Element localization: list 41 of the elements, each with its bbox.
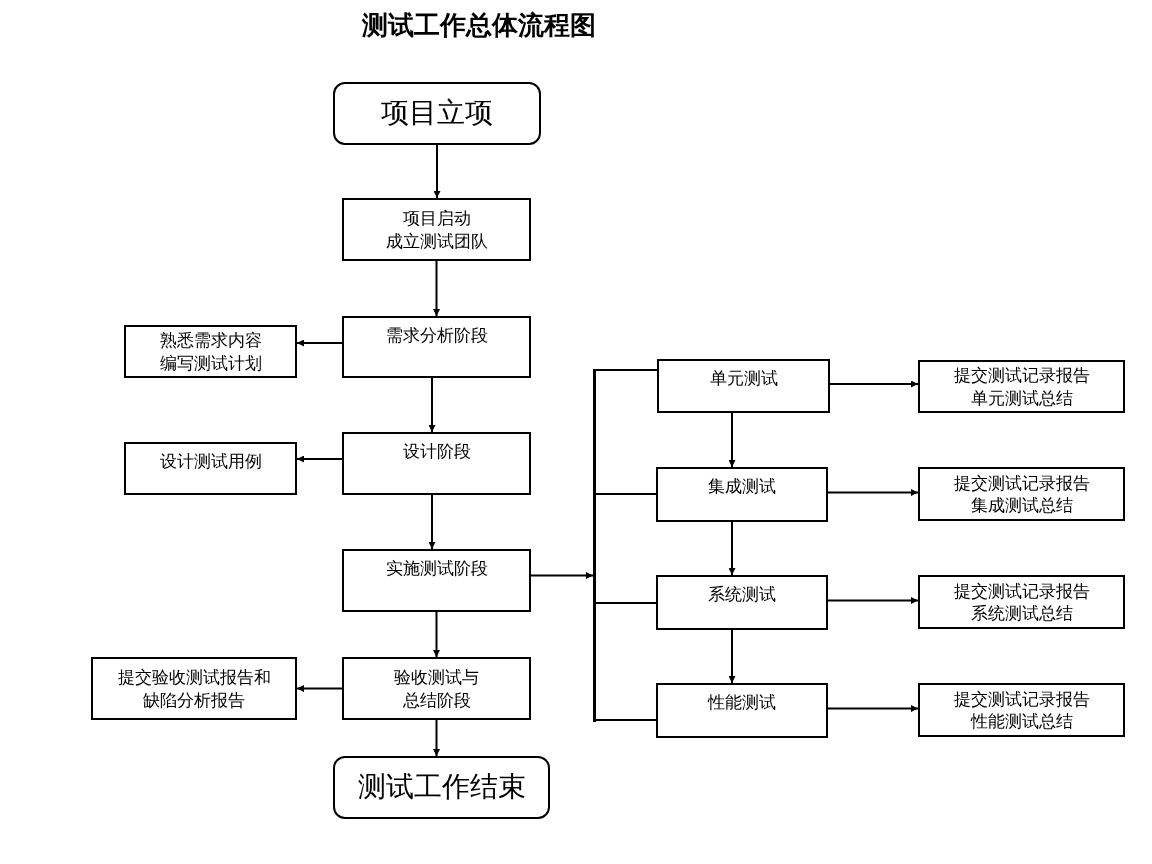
process-box: 验收测试与总结阶段 — [342, 657, 531, 720]
process-box: 提交验收测试报告和缺陷分析报告 — [91, 657, 297, 720]
bus-bar — [593, 369, 596, 722]
process-box: 设计测试用例 — [124, 442, 297, 495]
arrow — [428, 494, 436, 550]
connector-line — [595, 493, 657, 495]
terminal-box: 项目立项 — [333, 82, 541, 145]
connector-line — [595, 719, 657, 721]
process-box: 系统测试 — [656, 575, 828, 630]
process-box: 熟悉需求内容 编写测试计划 — [124, 325, 297, 378]
arrow — [827, 705, 919, 712]
arrow — [530, 572, 594, 579]
arrow — [296, 685, 343, 692]
process-box: 集成测试 — [656, 467, 828, 522]
arrow — [433, 719, 440, 757]
arrow — [433, 260, 440, 317]
arrow — [296, 339, 343, 347]
arrow — [728, 629, 736, 684]
process-box: 提交测试记录报告 集成测试总结 — [918, 467, 1125, 521]
arrow — [296, 455, 343, 463]
arrow — [728, 412, 736, 468]
process-box: 提交测试记录报告 单元测试总结 — [918, 360, 1125, 413]
process-box: 项目启动 成立测试团队 — [342, 198, 531, 261]
process-box: 需求分析阶段 — [342, 316, 531, 378]
connector-line — [595, 602, 657, 604]
arrow — [827, 489, 919, 496]
process-box: 提交测试记录报告 性能测试总结 — [918, 683, 1125, 737]
arrow — [433, 611, 440, 658]
terminal-box: 测试工作结束 — [333, 756, 550, 819]
arrow — [728, 521, 736, 576]
connector-line — [595, 369, 658, 371]
process-box: 实施测试阶段 — [342, 549, 531, 612]
process-box: 提交测试记录报告 系统测试总结 — [918, 575, 1125, 629]
arrow — [829, 380, 919, 388]
arrow — [433, 144, 441, 199]
arrow — [827, 597, 919, 604]
process-box: 设计阶段 — [342, 432, 531, 495]
diagram-title: 测试工作总体流程图 — [362, 9, 596, 42]
process-box: 单元测试 — [657, 359, 830, 413]
process-box: 性能测试 — [656, 683, 828, 738]
arrow — [428, 377, 436, 433]
